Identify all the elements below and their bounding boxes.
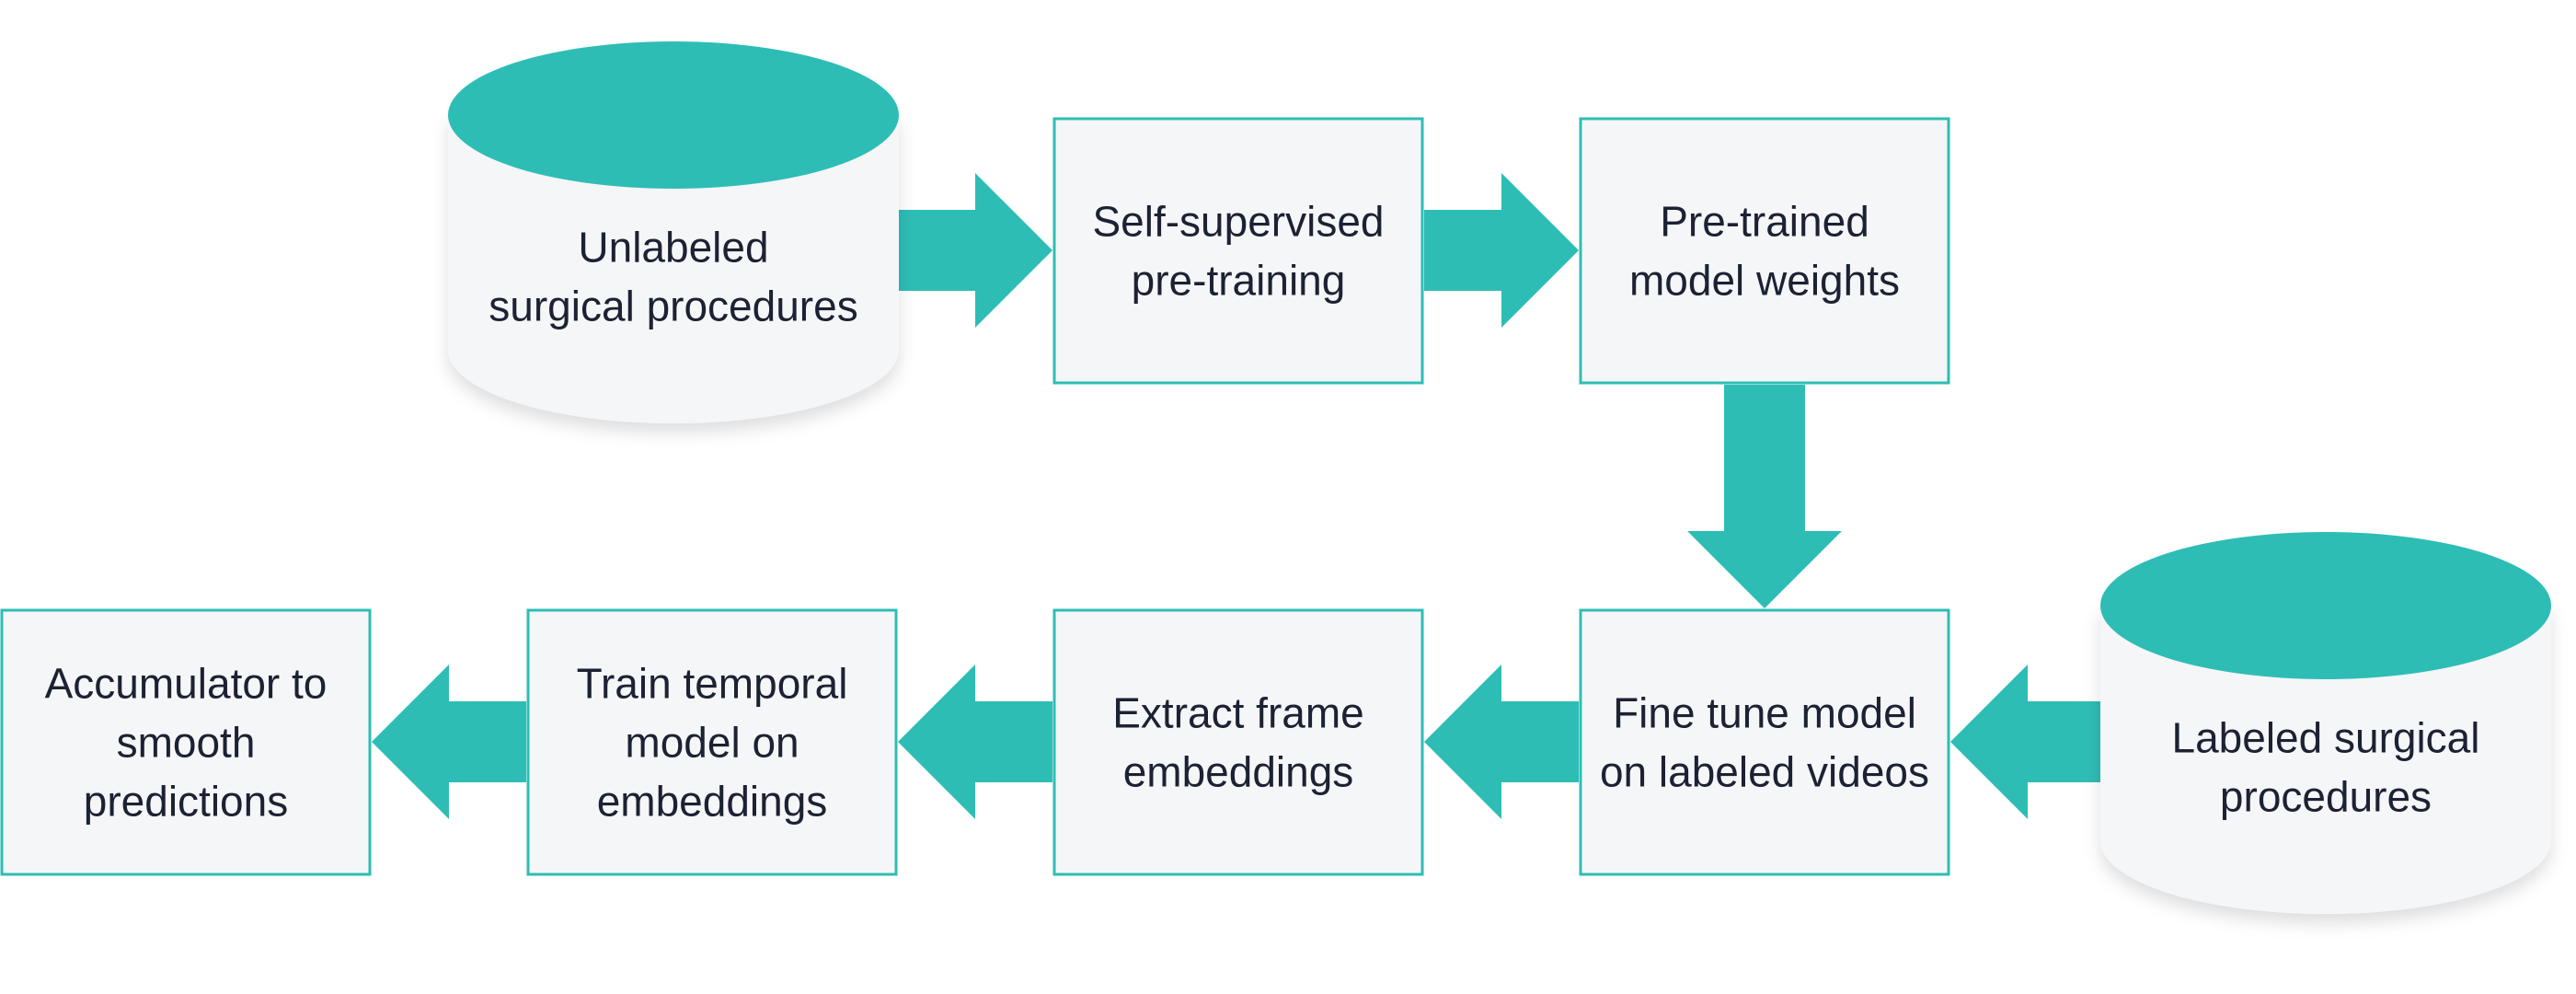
node-extract-embeddings: Extract frame embeddings xyxy=(1052,608,1424,876)
node-label-line: smooth xyxy=(117,719,256,767)
database-cylinder-body xyxy=(448,115,899,423)
node-label-line: model on xyxy=(625,719,799,767)
node-label-line: surgical procedures xyxy=(489,283,857,330)
node-train-temporal: Train temporal model on embeddings xyxy=(526,608,898,876)
database-cylinder-body xyxy=(2100,606,2551,914)
process-box xyxy=(526,608,898,876)
process-box xyxy=(1052,117,1424,385)
node-label-line: Extract frame xyxy=(1112,689,1364,737)
process-box xyxy=(0,608,372,876)
node-accumulator: Accumulator to smooth predictions xyxy=(0,608,372,876)
node-label-line: embeddings xyxy=(597,778,828,826)
node-label-line: on labeled videos xyxy=(1600,748,1929,796)
process-box xyxy=(1052,608,1424,876)
nodes-layer: Unlabeled surgical procedures Self-supervi… xyxy=(0,41,2551,914)
node-label-line: Fine tune model xyxy=(1613,689,1916,737)
node-label-line: predictions xyxy=(84,778,288,826)
process-box xyxy=(1579,117,1950,385)
node-label-line: procedures xyxy=(2220,773,2432,821)
node-label-line: Accumulator to xyxy=(45,660,328,708)
arrow-pretrained-weights-to-fine-tune xyxy=(1687,385,1842,608)
arrow-train-temporal-to-accumulator xyxy=(372,665,526,819)
node-label-line: model weights xyxy=(1629,257,1900,305)
node-label-line: Train temporal xyxy=(577,660,848,708)
database-cylinder-top xyxy=(2100,532,2551,679)
node-ssl-pretraining: Self-supervised pre-training xyxy=(1052,117,1424,385)
arrow-fine-tune-to-extract-embeddings xyxy=(1424,665,1579,819)
node-pretrained-weights: Pre-trained model weights xyxy=(1579,117,1950,385)
node-unlabeled-data: Unlabeled surgical procedures xyxy=(448,41,899,423)
node-fine-tune: Fine tune model on labeled videos xyxy=(1579,608,1950,876)
node-label-line: Unlabeled xyxy=(578,224,768,272)
node-label-line: Pre-trained xyxy=(1660,198,1869,246)
process-box xyxy=(1579,608,1950,876)
arrow-extract-embeddings-to-train-temporal xyxy=(898,665,1052,819)
node-label-line: Self-supervised xyxy=(1092,198,1384,246)
arrows-layer xyxy=(372,173,2105,819)
database-cylinder-top xyxy=(448,41,899,189)
node-label-line: Labeled surgical xyxy=(2171,714,2479,762)
node-label-line: pre-training xyxy=(1132,257,1346,305)
node-labeled-data: Labeled surgical procedures xyxy=(2100,532,2551,914)
arrow-labeled-data-to-fine-tune xyxy=(1950,665,2105,819)
arrow-ssl-pretraining-to-pretrained-weights xyxy=(1424,173,1579,328)
node-label-line: embeddings xyxy=(1123,748,1354,796)
arrow-unlabeled-data-to-ssl-pretraining xyxy=(899,173,1052,328)
